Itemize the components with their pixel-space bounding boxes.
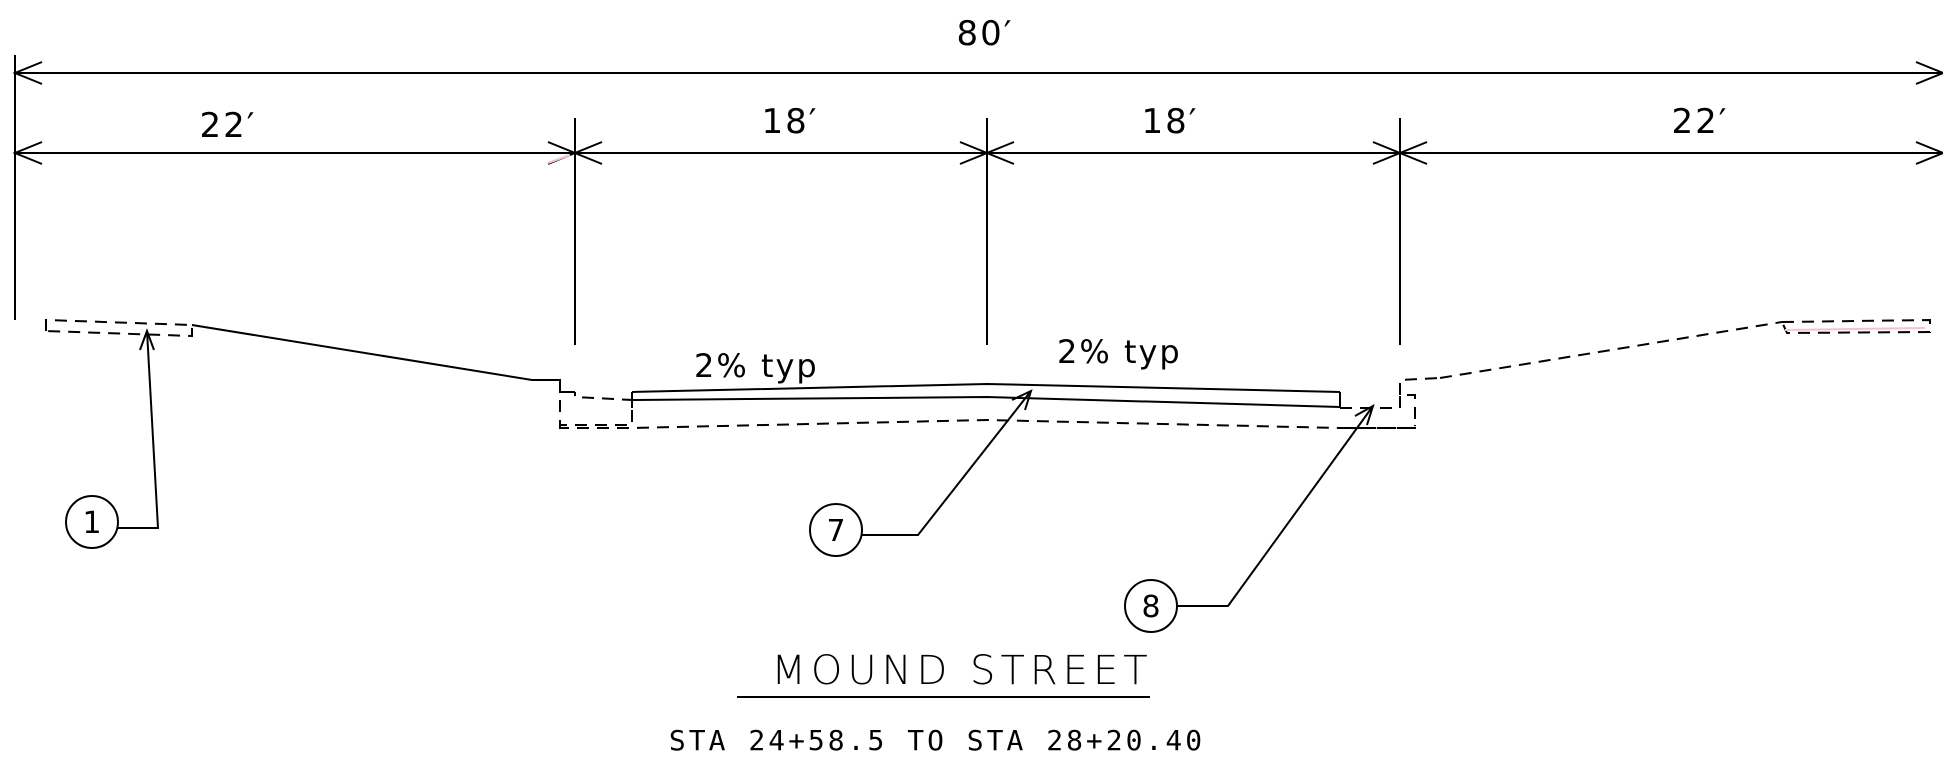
callout-1-arrow [139,328,155,351]
segment-label-2: 18′ [762,102,819,142]
overall-arrow-left [12,61,43,85]
callout-1-label: 1 [82,506,101,541]
segment-label-1: 22′ [200,106,257,146]
slope-label-left: 2% typ [694,347,819,385]
right-sidewalk-pink [1784,327,1926,331]
left-slope-line [191,324,575,393]
seg-arrow-e [984,141,1015,165]
callout-8-leader [1177,405,1374,607]
seg-arrow-h [1915,141,1943,165]
seg-arrow-a [12,141,43,165]
right-curb-top [1399,377,1441,395]
callout-7-arrow [1011,389,1033,411]
right-curb-gutter [1340,394,1416,429]
callout-1-circle [65,495,119,549]
seg-arrow-c [572,141,603,165]
pink-tick-left [547,154,571,164]
slope-label-right: 2% typ [1057,333,1182,371]
overall-dimension-label: 80′ [957,14,1014,54]
cross-section-profile: 2% typ 2% typ [45,318,1931,429]
callout-8-arrow [1354,403,1375,426]
callout-8-label: 8 [1141,590,1160,625]
segment-dimensions: 22′ 18′ 18′ 22′ [12,102,1943,345]
pavement-surface [631,382,1341,393]
pavement-course-line [631,395,1341,408]
left-sidewalk [45,318,193,338]
right-sidewalk [1781,318,1931,335]
callout-7: 7 [809,389,1033,557]
callout-1: 1 [65,328,160,549]
overall-dimension: 80′ [12,14,1943,320]
drawing-title-block: MOUND STREET STA 24+58.5 TO STA 28+20.40 [669,648,1205,757]
street-name-title: MOUND STREET [771,648,1152,694]
overall-arrow-right [1915,61,1943,85]
segment-label-4: 22′ [1672,102,1729,142]
callout-1-leader [118,330,160,529]
callout-7-leader [862,390,1032,536]
seg-arrow-g [1397,141,1428,165]
right-slope-line [1439,321,1783,379]
base-course [559,418,1416,429]
callout-8: 8 [1124,403,1375,633]
station-range-label: STA 24+58.5 TO STA 28+20.40 [669,724,1205,757]
callout-7-circle [809,503,863,557]
callout-7-label: 7 [826,514,845,549]
segment-label-3: 18′ [1142,102,1199,142]
left-curb-gutter [559,380,633,426]
